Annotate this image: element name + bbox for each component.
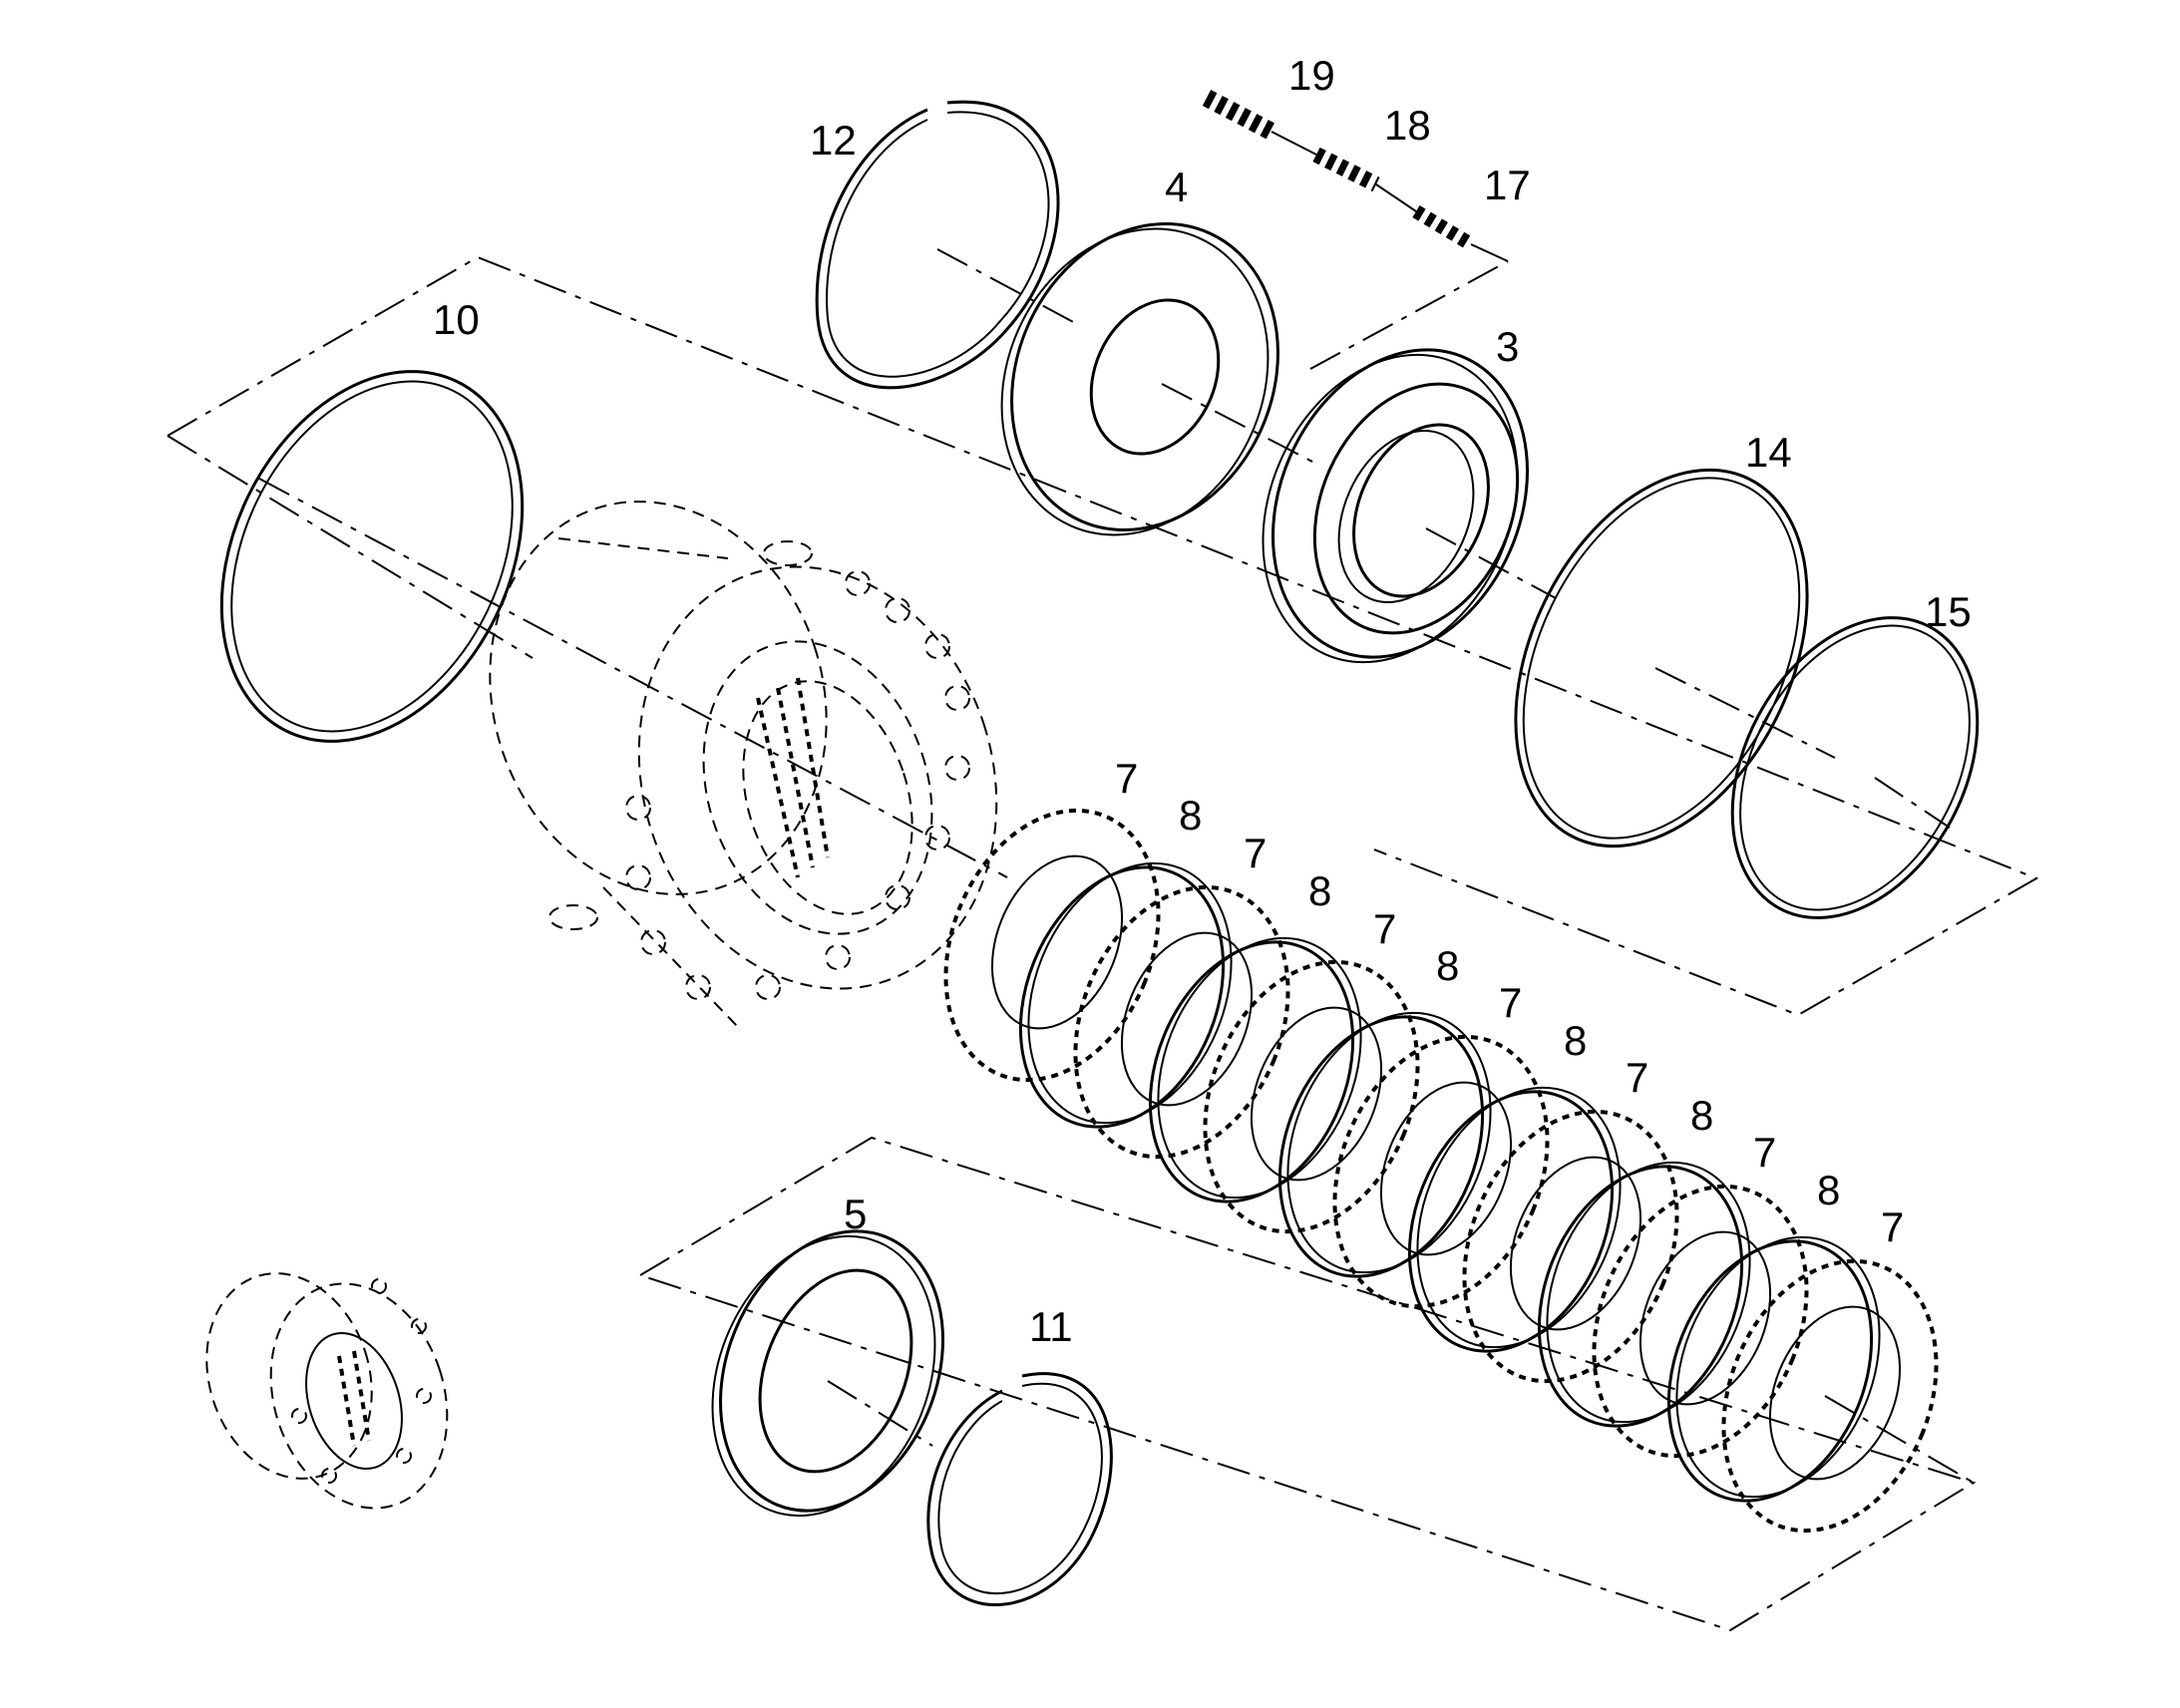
callout-7: 7 [1753,1129,1776,1176]
callout-7: 7 [1373,905,1396,952]
callout-7: 7 [1626,1054,1648,1101]
clutch-housing [489,501,998,1028]
callout-5: 5 [844,1191,867,1237]
part-18-spring-icon [1312,147,1380,192]
callout-8: 8 [1817,1167,1840,1213]
part-10-ring [219,370,1008,878]
part-11-snap-ring [926,1372,1113,1606]
part-7-steel-plate-icon [1721,1258,1939,1534]
part-15-ring [1730,616,1980,919]
part-19-spring-icon [1202,90,1276,140]
part-8-friction-plate [1018,861,1233,1129]
part-8-friction-plate [1407,1086,1622,1353]
callout-19: 19 [1288,52,1335,99]
part-7-steel-plate-icon [1592,1184,1809,1459]
callout-3: 3 [1496,323,1519,370]
thumbnail-spline-icon [337,1350,371,1447]
callout-12: 12 [810,117,857,164]
assembled-thumbnail [205,1272,449,1510]
part-17-spring-icon [1412,204,1475,251]
callout-8: 8 [1436,942,1459,989]
callout-17: 17 [1484,162,1531,208]
part-8-friction-plate [1666,1235,1881,1503]
callout-7: 7 [1499,979,1522,1026]
callout-7: 7 [1115,755,1138,802]
callout-7: 7 [1244,830,1267,876]
part-8-friction-plate [1148,936,1362,1203]
housing-spline-icon [756,677,830,878]
callout-8: 8 [1564,1017,1587,1064]
callout-4: 4 [1165,164,1188,210]
callout-18: 18 [1384,102,1431,149]
callout-14: 14 [1745,429,1792,476]
part-8-friction-plate [1277,1011,1492,1278]
part-4-disc [1000,222,1317,536]
part-7-steel-plate-icon [1203,959,1420,1234]
part-3-piston [1262,348,1557,664]
clutch-plate-stack [943,808,1975,1534]
part-7-steel-plate-icon [1332,1034,1550,1309]
part-7-steel-plate-icon [943,808,1161,1083]
part-7-steel-plate-icon [1073,884,1290,1160]
part-5-disc [711,1229,944,1518]
callout-11: 11 [1029,1303,1073,1350]
part-8-friction-plate [1537,1161,1751,1428]
callout-8: 8 [1690,1092,1713,1139]
callouts: 19 18 17 12 4 3 10 14 15 7 8 7 8 7 8 7 8… [433,52,1972,1350]
callout-8: 8 [1179,792,1202,839]
part-12-snap-ring [815,100,1078,390]
callout-7: 7 [1881,1203,1904,1250]
part-7-steel-plate-icon [1462,1109,1679,1384]
callout-10: 10 [433,296,480,343]
callout-8: 8 [1308,867,1331,914]
assembly-outline-lower [639,1136,1977,1632]
assembly-outline-upper [167,255,2039,1017]
callout-15: 15 [1925,588,1972,635]
